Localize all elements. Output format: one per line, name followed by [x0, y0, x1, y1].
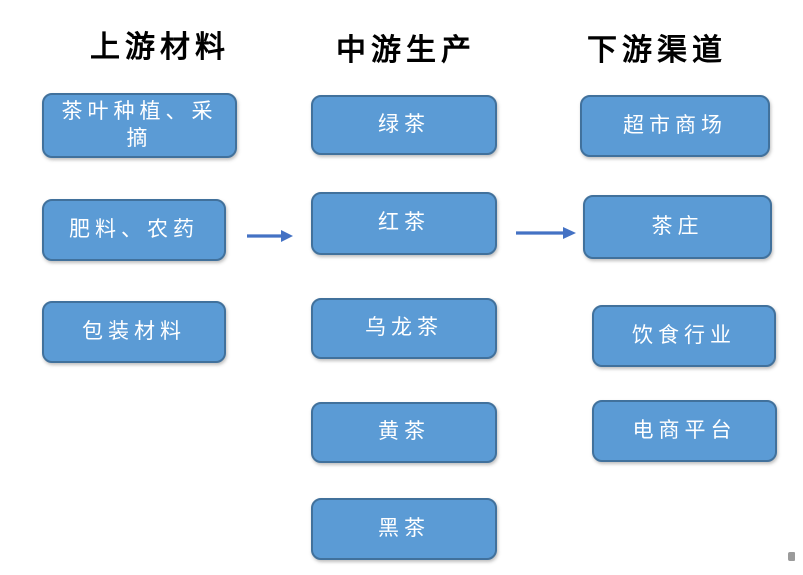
node-ecommerce-platform: 电商平台 — [592, 400, 777, 462]
node-dark-tea: 黑茶 — [311, 498, 497, 560]
node-fertilizer-pesticide: 肥料、农药 — [42, 199, 226, 261]
node-tea-planting-picking: 茶叶种植、采 摘 — [42, 93, 237, 158]
stray-mark — [788, 552, 795, 561]
column-title-downstream: 下游渠道 — [587, 34, 727, 67]
node-tea-house: 茶庄 — [583, 195, 772, 259]
node-black-tea: 红茶 — [311, 192, 497, 255]
column-title-midstream: 中游生产 — [336, 34, 476, 67]
node-food-beverage-industry: 饮食行业 — [592, 305, 776, 367]
column-title-upstream: 上游材料 — [90, 31, 230, 64]
node-packaging-materials: 包装材料 — [42, 301, 226, 363]
arrow-midstream-to-downstream-icon — [516, 227, 576, 239]
node-oolong-tea: 乌龙茶 — [311, 298, 497, 359]
node-yellow-tea: 黄茶 — [311, 402, 497, 463]
arrow-upstream-to-midstream-icon — [247, 230, 293, 242]
node-green-tea: 绿茶 — [311, 95, 497, 155]
node-supermarket-mall: 超市商场 — [580, 95, 770, 157]
